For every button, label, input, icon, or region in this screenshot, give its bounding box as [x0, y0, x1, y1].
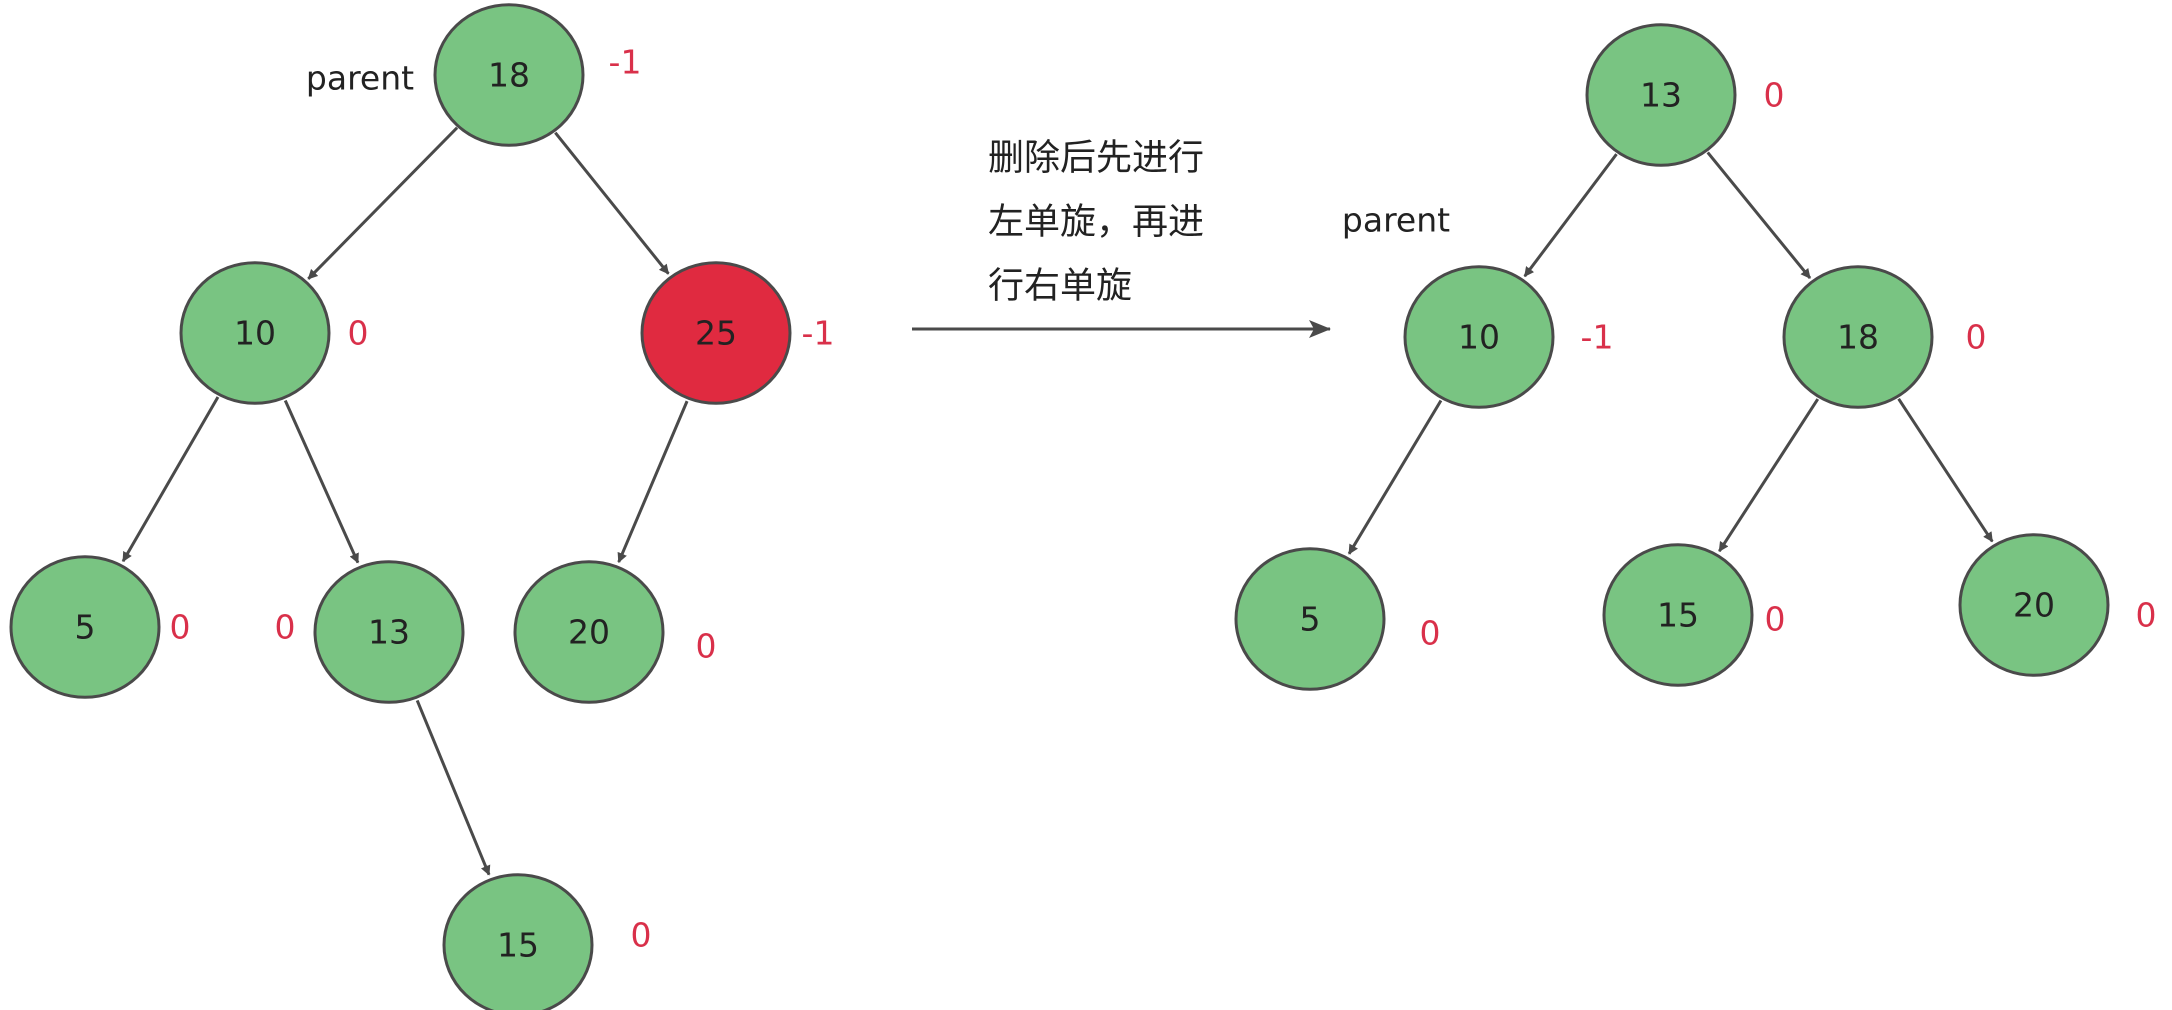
- before-node-10: 10 0: [179, 261, 369, 405]
- before-node-circle-13: [313, 560, 465, 704]
- before-node-value-25: 25: [695, 314, 737, 353]
- after-node-value-18: 18: [1837, 318, 1879, 357]
- before-node-circle-25: [640, 261, 792, 405]
- before-node-20: 20 0: [513, 560, 717, 704]
- before-node-value-13: 13: [368, 613, 410, 652]
- before-node-value-15: 15: [497, 926, 539, 965]
- after-node-value-13: 13: [1640, 76, 1682, 115]
- before-node-value-5: 5: [75, 608, 96, 647]
- before-tree-edges: [121, 126, 689, 876]
- after-node-10: 10 -1: [1403, 265, 1614, 409]
- before-edge-10-13: [283, 399, 360, 564]
- before-node-25: 25 -1: [640, 261, 835, 405]
- after-node-value-10: 10: [1458, 318, 1500, 357]
- before-edge-10-5: [121, 396, 220, 563]
- before-node-circle-18: [433, 3, 585, 147]
- after-edge-10-5: [1347, 399, 1443, 555]
- after-balance-factor-13: 0: [1764, 76, 1785, 115]
- caption-line-3: 行右单旋: [988, 266, 1132, 307]
- before-node-value-10: 10: [234, 314, 276, 353]
- before-balance-factor-5: 0: [170, 608, 191, 647]
- after-balance-factor-10: -1: [1581, 318, 1614, 357]
- after-node-circle-13: [1585, 23, 1737, 167]
- after-node-circle-15: [1602, 543, 1754, 687]
- before-balance-factor-25: -1: [802, 314, 835, 353]
- before-node-circle-20: [513, 560, 665, 704]
- after-balance-factor-15: 0: [1765, 600, 1786, 639]
- before-node-value-20: 20: [568, 613, 610, 652]
- caption-line-2: 左单旋，再进: [988, 202, 1204, 243]
- after-edge-13-18: [1706, 151, 1812, 280]
- after-node-15: 15 0: [1602, 543, 1786, 687]
- before-node-circle-10: [179, 261, 331, 405]
- after-node-20: 20 0: [1958, 533, 2157, 677]
- after-node-18: 18 0: [1782, 265, 1987, 409]
- before-balance-factor-13: 0: [275, 608, 296, 647]
- before-balance-factor-18: -1: [609, 43, 642, 82]
- after-balance-factor-5: 0: [1420, 614, 1441, 653]
- after-node-circle-10: [1403, 265, 1555, 409]
- before-node-value-18: 18: [488, 56, 530, 95]
- after-balance-factor-18: 0: [1966, 318, 1987, 357]
- after-edge-18-20: [1897, 398, 1994, 543]
- before-edge-25-20: [617, 400, 689, 563]
- before-node-circle-15: [442, 873, 594, 1010]
- before-edge-13-15: [415, 699, 491, 876]
- after-edge-18-15: [1718, 398, 1820, 553]
- before-node-18: 18 -1: [433, 3, 642, 147]
- after-edge-13-10: [1523, 153, 1618, 278]
- after-node-value-20: 20: [2013, 586, 2055, 625]
- before-edge-18-25: [554, 131, 670, 275]
- before-edge-18-10: [307, 126, 459, 280]
- after-node-circle-20: [1958, 533, 2110, 677]
- before-node-13: 13 0: [275, 560, 465, 704]
- after-balance-factor-20: 0: [2136, 596, 2157, 635]
- before-balance-factor-20: 0: [696, 627, 717, 666]
- before-balance-factor-10: 0: [348, 314, 369, 353]
- transition-caption: 删除后先进行 左单旋，再进 行右单旋: [988, 138, 1204, 307]
- before-node-circle-5: [9, 555, 161, 699]
- after-node-circle-18: [1782, 265, 1934, 409]
- after-tree-edges: [1347, 151, 1994, 555]
- after-node-circle-5: [1234, 547, 1386, 691]
- before-parent-label: parent: [306, 59, 414, 98]
- after-node-value-15: 15: [1657, 596, 1699, 635]
- before-node-15: 15 0: [442, 873, 652, 1010]
- after-parent-label: parent: [1342, 201, 1450, 240]
- after-node-13: 13 0: [1585, 23, 1785, 167]
- after-node-value-5: 5: [1300, 600, 1321, 639]
- caption-line-1: 删除后先进行: [988, 138, 1204, 179]
- before-balance-factor-15: 0: [631, 916, 652, 955]
